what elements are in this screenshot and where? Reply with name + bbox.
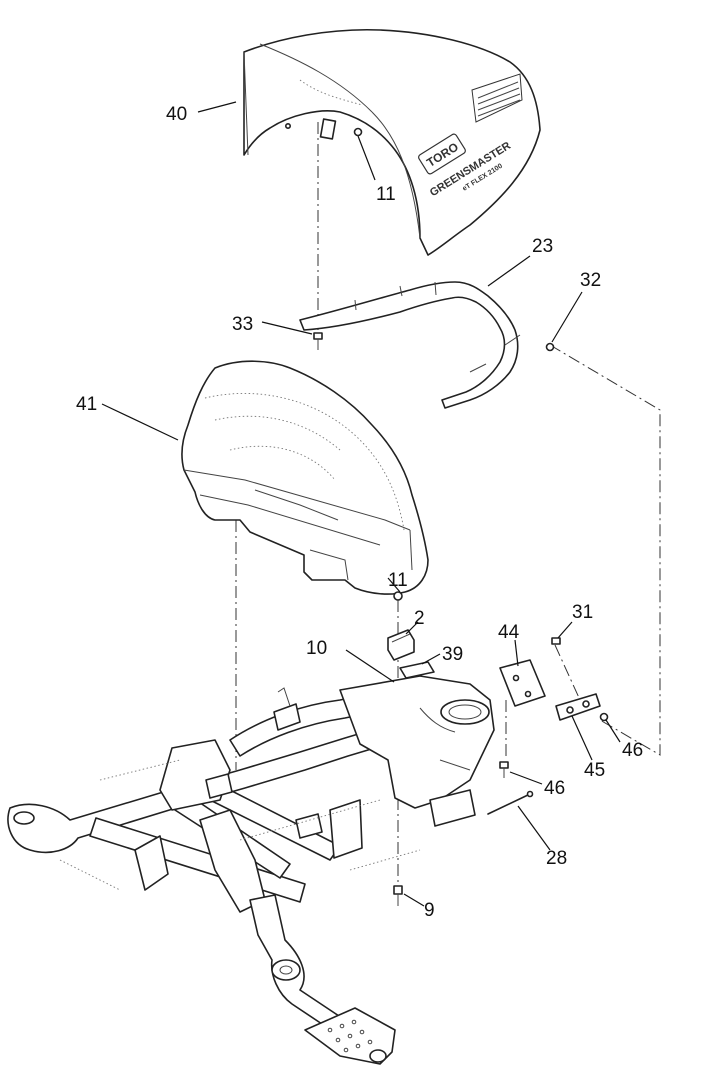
fastener-32 <box>545 342 555 352</box>
lower-shroud <box>181 360 429 595</box>
callout-11-lower: 11 <box>388 570 408 591</box>
bolt-9 <box>393 885 403 906</box>
latch-parts <box>387 591 435 688</box>
callout-40: 40 <box>166 104 187 125</box>
pin-28 <box>487 790 534 815</box>
callout-10: 10 <box>306 638 327 659</box>
pedal-holes <box>327 1019 373 1053</box>
fastener-46-upper <box>599 712 609 722</box>
callout-28: 28 <box>546 848 567 869</box>
leader-lines <box>101 101 621 907</box>
plate-45 <box>555 693 601 721</box>
callout-39: 39 <box>442 644 463 665</box>
callout-23: 23 <box>532 236 553 257</box>
frame-assembly <box>7 675 495 1065</box>
callout-46-lower: 46 <box>544 778 565 799</box>
callout-33: 33 <box>232 314 253 335</box>
callout-41: 41 <box>76 394 97 415</box>
callout-45: 45 <box>584 760 605 781</box>
fastener-33 <box>313 332 323 350</box>
callout-46-right: 46 <box>622 740 643 761</box>
callout-11-upper: 11 <box>376 184 396 205</box>
callout-labels: 40 11 23 32 33 41 11 2 10 39 44 31 46 45… <box>76 104 643 921</box>
grille-lines <box>477 81 521 117</box>
fastener-46-lower <box>499 761 509 778</box>
callout-32: 32 <box>580 270 601 291</box>
upper-hood: TORO GREENSMASTER eT FLEX 2100 <box>243 28 541 256</box>
callout-31: 31 <box>572 602 593 623</box>
callout-44: 44 <box>498 622 520 643</box>
bracket-44 <box>499 659 546 707</box>
fastener-31 <box>551 637 561 645</box>
callout-9: 9 <box>424 900 435 921</box>
callout-2: 2 <box>414 608 425 629</box>
hood-bracket <box>299 281 521 409</box>
